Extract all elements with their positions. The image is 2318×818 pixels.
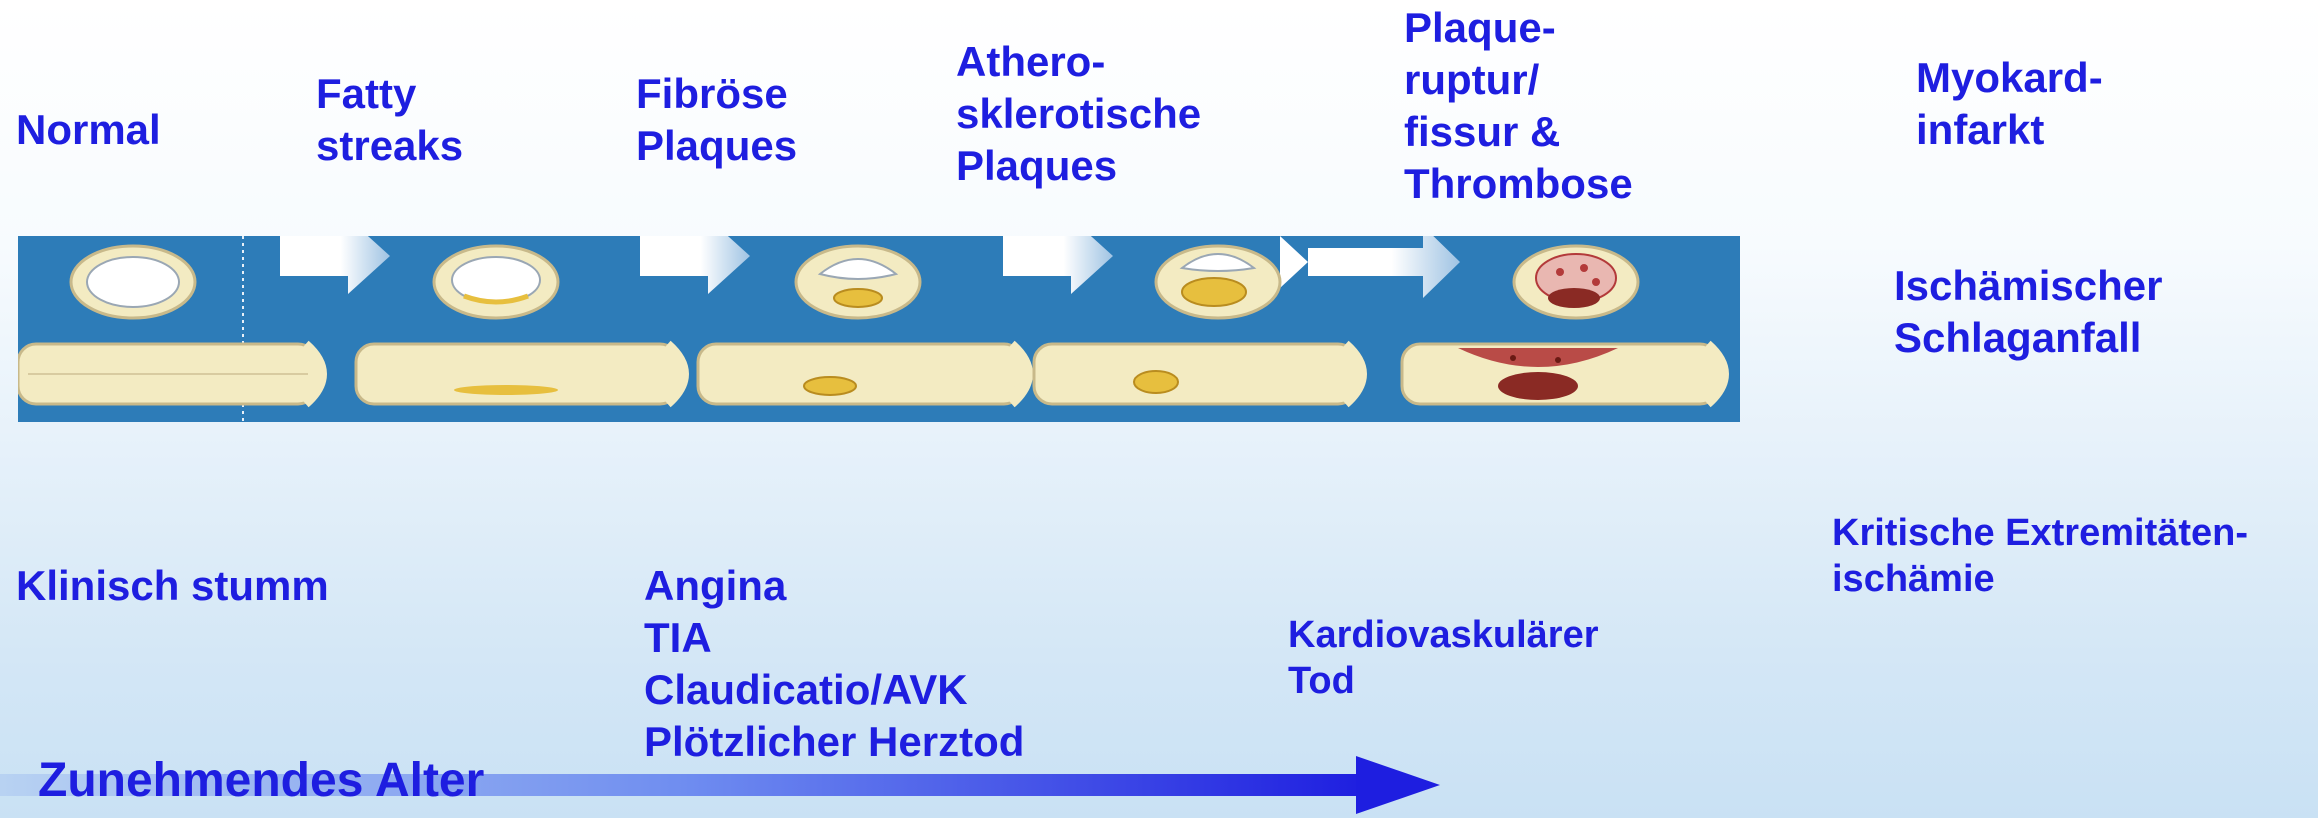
stage-label-line: ruptur/ [1404, 54, 1633, 106]
clinical-line: Claudicatio/AVK [644, 664, 1024, 716]
stage-label-normal: Normal [16, 104, 161, 156]
vessel-normal [18, 344, 320, 404]
stage-label-line: Plaque- [1404, 2, 1633, 54]
outcome-line: infarkt [1916, 104, 2103, 156]
clinical-line: TIA [644, 612, 1024, 664]
stage-label-line: Athero- [956, 36, 1201, 88]
atherosclerosis-progression-strip [18, 236, 1740, 422]
stage-label-line: Plaques [956, 140, 1201, 192]
clinical-symptoms-list: Angina TIA Claudicatio/AVK Plötzlicher H… [644, 560, 1024, 768]
cross-section-fatty-streak [434, 246, 558, 318]
stage-label-fibrous-plaques: Fibröse Plaques [636, 68, 797, 172]
stage-label-line: streaks [316, 120, 463, 172]
cross-section-atherosclerotic-plaque [1156, 246, 1280, 318]
age-label: Zunehmendes Alter [38, 753, 484, 808]
stage-arrow-icon [1003, 236, 1113, 294]
outcome-critical-limb-ischemia: Kritische Extremitäten- ischämie [1832, 510, 2248, 602]
vessel-fatty-streak [356, 344, 682, 404]
stage-label-line: Fibröse [636, 68, 797, 120]
stage-label-line: Thrombose [1404, 158, 1633, 210]
outcome-line: ischämie [1832, 556, 2248, 602]
clinical-line: Angina [644, 560, 1024, 612]
stage-arrow-icon [1308, 236, 1460, 298]
vessel-rupture-thrombosis [1402, 344, 1722, 404]
stage-label-fatty-streaks: Fatty streaks [316, 68, 463, 172]
vessel-atherosclerotic-plaque [1034, 344, 1360, 404]
outcome-line: Myokard- [1916, 52, 2103, 104]
stage-arrow-icon [1280, 236, 1308, 288]
stage-arrow-icon [640, 236, 750, 294]
stage-arrow-icon [280, 236, 390, 294]
clinical-line: Klinisch stumm [16, 560, 329, 612]
cross-section-normal [71, 246, 195, 318]
clinical-silent-label: Klinisch stumm [16, 560, 329, 612]
stage-label-line: sklerotische [956, 88, 1201, 140]
vessel-fibrous-plaque [698, 344, 1026, 404]
clinical-line: Kardiovaskulärer [1288, 612, 1599, 658]
outcome-ischemic-stroke: Ischämischer Schlaganfall [1894, 260, 2163, 364]
stage-label-line: Fatty [316, 68, 463, 120]
stage-label-plaque-rupture: Plaque- ruptur/ fissur & Thrombose [1404, 2, 1633, 210]
cross-section-rupture-thrombosis [1514, 246, 1638, 318]
cross-section-fibrous-plaque [796, 246, 920, 318]
progression-illustration [18, 236, 1740, 422]
outcome-line: Kritische Extremitäten- [1832, 510, 2248, 556]
stage-label-atherosclerotic-plaques: Athero- sklerotische Plaques [956, 36, 1201, 192]
outcome-line: Ischämischer [1894, 260, 2163, 312]
stage-label-line: Plaques [636, 120, 797, 172]
stage-label-line: fissur & [1404, 106, 1633, 158]
outcome-myocardial-infarction: Myokard- infarkt [1916, 52, 2103, 156]
stage-label-line: Normal [16, 104, 161, 156]
clinical-cardiovascular-death: Kardiovaskulärer Tod [1288, 612, 1599, 704]
outcome-line: Schlaganfall [1894, 312, 2163, 364]
clinical-line: Tod [1288, 658, 1599, 704]
